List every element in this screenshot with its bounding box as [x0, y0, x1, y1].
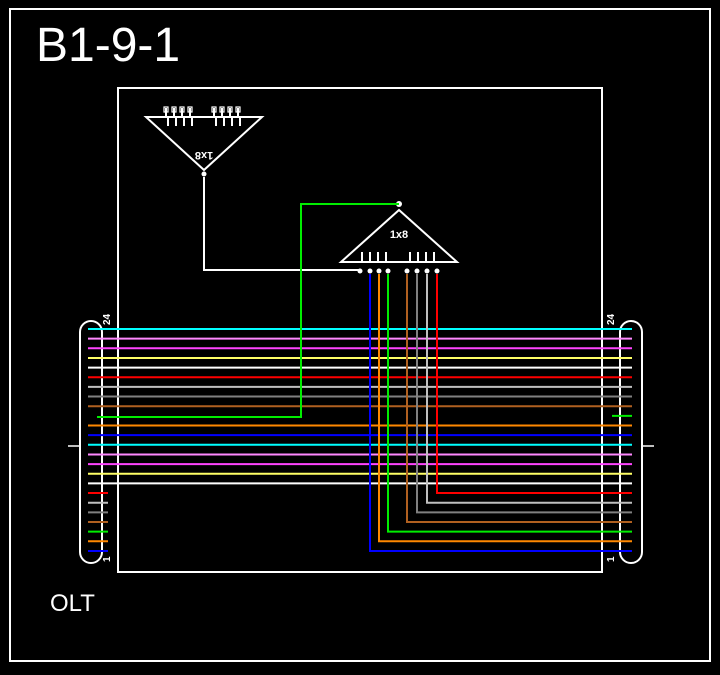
splitter-output-fiber [406, 274, 632, 523]
splitter-main-port [357, 268, 363, 274]
uplink-fiber [97, 203, 399, 418]
splitter-output-fiber [416, 274, 632, 514]
splitter-output-fiber [436, 274, 632, 495]
panel-right-bottom-number: 1 [606, 556, 617, 562]
splitter-output-fiber [378, 274, 632, 543]
link-top-to-main [203, 177, 360, 271]
splitter-top-port-cap [179, 106, 185, 113]
patch-panel-right [619, 320, 643, 564]
splitter-main-port [367, 268, 373, 274]
splitter-main-port [404, 268, 410, 274]
panel-left-top-number: 24 [102, 313, 113, 325]
splitter-top-port-cap [163, 106, 169, 113]
splitter-main-triangle [338, 208, 460, 263]
splitter-top-port-cap [219, 106, 225, 113]
splitter-main-port [434, 268, 440, 274]
splitter-top-port-cap [187, 106, 193, 113]
patch-panel-left [79, 320, 103, 564]
splitter-top-port-cap [171, 106, 177, 113]
splitter-main-port [414, 268, 420, 274]
splitter-main-port [424, 268, 430, 274]
splitter-main: 1x8 [338, 201, 460, 274]
splitter-output-fiber [369, 274, 632, 552]
splitter-output-fiber [387, 274, 632, 533]
panel-right-top-number: 24 [606, 313, 617, 325]
splitter-main-port [376, 268, 382, 274]
panel-left-bottom-number: 1 [102, 556, 113, 562]
splitter-top-triangle [143, 116, 265, 172]
splitter-top-port-cap [227, 106, 233, 113]
splitter-top-port-cap [211, 106, 217, 113]
splitter-output-fiber [426, 274, 632, 504]
splitter-top: 1x8 [143, 106, 265, 177]
splitter-top-label: 1x8 [195, 149, 213, 161]
splitter-top-port-cap [235, 106, 241, 113]
outer-frame [9, 8, 711, 662]
splitter-top-input-dot [201, 171, 207, 177]
splitter-main-label: 1x8 [390, 229, 408, 241]
page-title: B1-9-1 [36, 19, 181, 72]
splitter-main-port [385, 268, 391, 274]
olt-label: OLT [50, 590, 95, 617]
fiber-lines [88, 328, 632, 552]
